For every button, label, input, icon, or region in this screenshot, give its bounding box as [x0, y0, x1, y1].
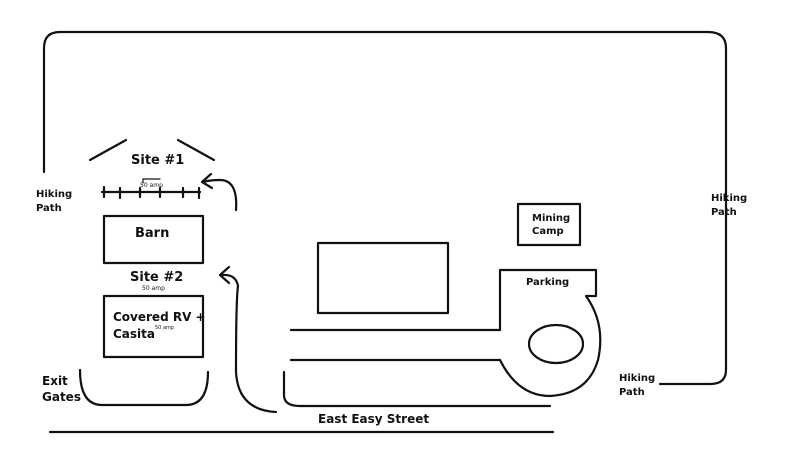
mining-label: Mining	[532, 213, 571, 224]
hiking-left-label-1: Hiking	[36, 189, 73, 200]
arrow-to-site1	[201, 178, 238, 212]
street-label: East Easy Street	[318, 412, 430, 426]
entry-road-curve	[282, 370, 552, 408]
turnaround-island	[527, 323, 585, 365]
arrow-to-site2-head	[218, 265, 231, 285]
hiking-right-label-2: Path	[711, 207, 737, 218]
hiking-path-loop	[42, 30, 728, 386]
arrow-to-site2	[220, 273, 278, 414]
site1-roof-right	[176, 138, 216, 162]
covered-rv-label: Covered RV +	[113, 310, 206, 324]
exit-gates-outline	[78, 368, 210, 407]
barn-building	[102, 214, 205, 265]
hiking-bottom-label-2: Path	[619, 387, 645, 398]
hiking-right-label-1: Hiking	[711, 193, 748, 204]
arrow-to-site1-head	[200, 172, 214, 190]
mining-camp-building	[516, 202, 582, 247]
covered-rv-casita-building	[102, 294, 205, 359]
site1-amp-label: 50 amp	[140, 182, 163, 189]
gates-label: Gates	[42, 390, 81, 404]
hiking-left-label-2: Path	[36, 203, 62, 214]
barn-label: Barn	[135, 226, 170, 241]
exit-label: Exit	[42, 374, 68, 388]
site2-label: Site #2	[130, 270, 184, 285]
camp-label: Camp	[532, 226, 564, 237]
parking-label: Parking	[526, 277, 570, 288]
casita-label: Casita50 amp	[113, 325, 175, 341]
casita-amp-label: 50 amp	[155, 325, 175, 331]
hiking-bottom-label-1: Hiking	[619, 373, 656, 384]
site1-label: Site #1	[131, 153, 185, 168]
site1-pad-line	[100, 178, 202, 200]
central-building	[316, 241, 450, 315]
site2-amp-label: 50 amp	[142, 285, 165, 292]
parking-area-outline	[498, 268, 602, 398]
site1-roof-left	[88, 138, 128, 162]
